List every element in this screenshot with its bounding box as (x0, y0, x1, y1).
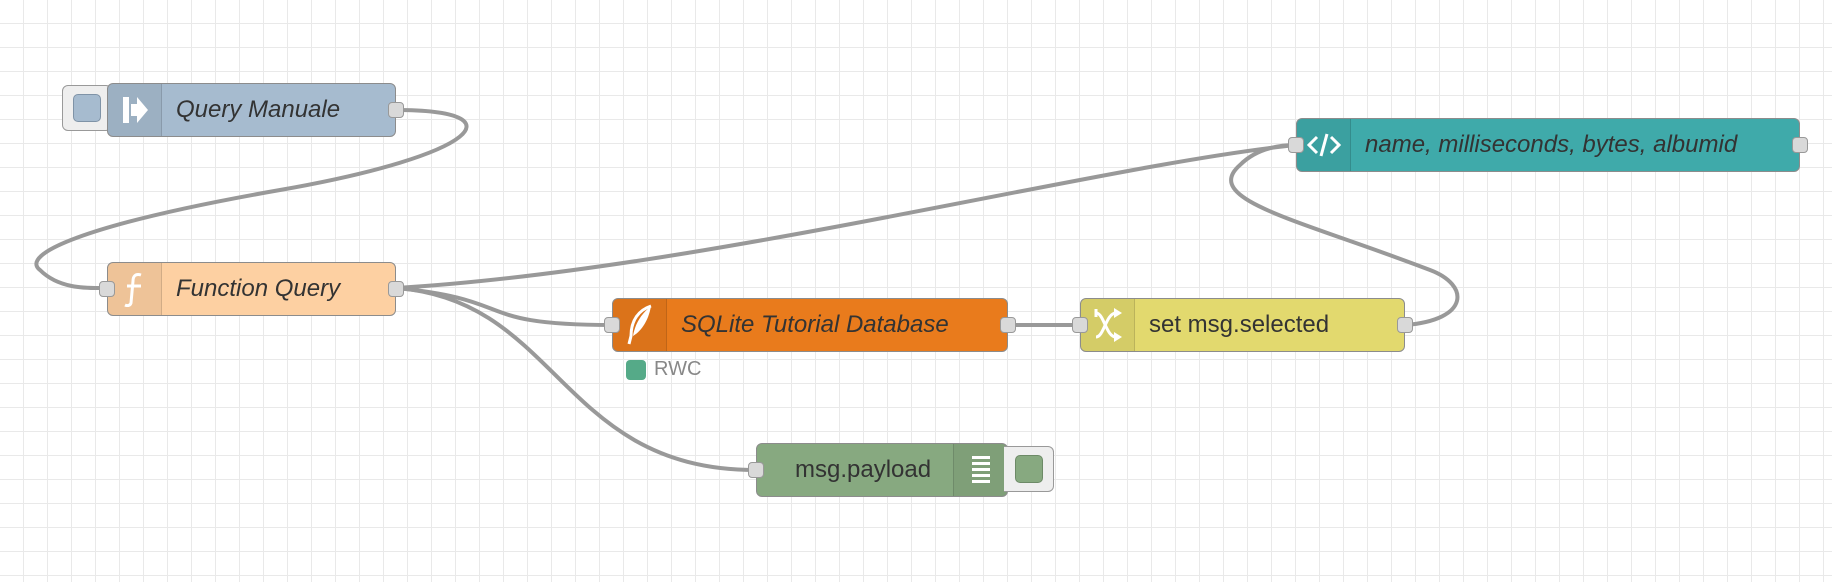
inject-button-face[interactable] (73, 94, 101, 122)
node-sqlite-database[interactable]: SQLite Tutorial Database (604, 298, 1016, 352)
node-status: RWC (626, 358, 701, 381)
output-port[interactable] (1000, 317, 1016, 333)
input-port[interactable] (1072, 317, 1088, 333)
debug-toggle-button[interactable] (1004, 446, 1054, 492)
node-label: msg.payload (795, 456, 932, 483)
status-indicator (626, 359, 646, 380)
inject-trigger-button[interactable] (62, 85, 112, 131)
wire-function-to-sqlite[interactable] (394, 286, 614, 327)
function-icon (108, 263, 162, 315)
input-port[interactable] (748, 462, 764, 478)
node-template[interactable]: name, milliseconds, bytes, albumid (1288, 118, 1808, 172)
input-port[interactable] (1288, 137, 1304, 153)
node-function-query[interactable]: Function Query (99, 262, 404, 316)
node-label: SQLite Tutorial Database (681, 311, 949, 338)
output-port[interactable] (388, 102, 404, 118)
input-port[interactable] (604, 317, 620, 333)
node-change-set-selected[interactable]: set msg.selected (1072, 298, 1413, 352)
output-port[interactable] (388, 281, 404, 297)
node-label: name, milliseconds, bytes, albumid (1365, 131, 1738, 158)
feather-icon (613, 299, 667, 351)
list-icon (953, 444, 1007, 496)
node-label: set msg.selected (1149, 311, 1330, 338)
output-port[interactable] (1792, 137, 1808, 153)
arrow-in-icon (108, 84, 162, 136)
node-label: Function Query (176, 275, 341, 302)
status-text: RWC (654, 358, 702, 380)
debug-button-face[interactable] (1014, 455, 1043, 483)
node-label: Query Manuale (176, 96, 341, 123)
input-port[interactable] (99, 281, 115, 297)
code-icon (1297, 119, 1351, 171)
output-port[interactable] (1397, 317, 1413, 333)
shuffle-icon (1081, 299, 1135, 351)
node-debug-msg-payload[interactable]: msg.payload (748, 443, 1008, 497)
wire-function-to-template[interactable] (394, 143, 1298, 290)
node-query-manuale[interactable]: Query Manuale (107, 83, 404, 137)
